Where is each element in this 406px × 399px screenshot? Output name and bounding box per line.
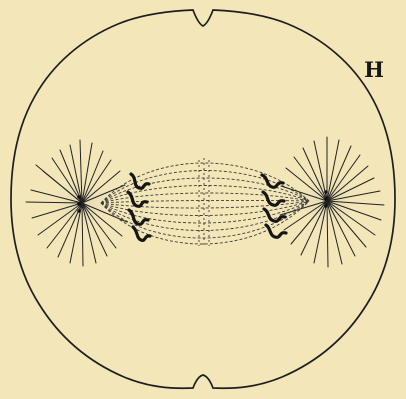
panel-label: H xyxy=(362,58,386,82)
right-aster xyxy=(280,137,384,267)
left-aster xyxy=(26,140,127,266)
right-chromosomes xyxy=(262,175,286,237)
